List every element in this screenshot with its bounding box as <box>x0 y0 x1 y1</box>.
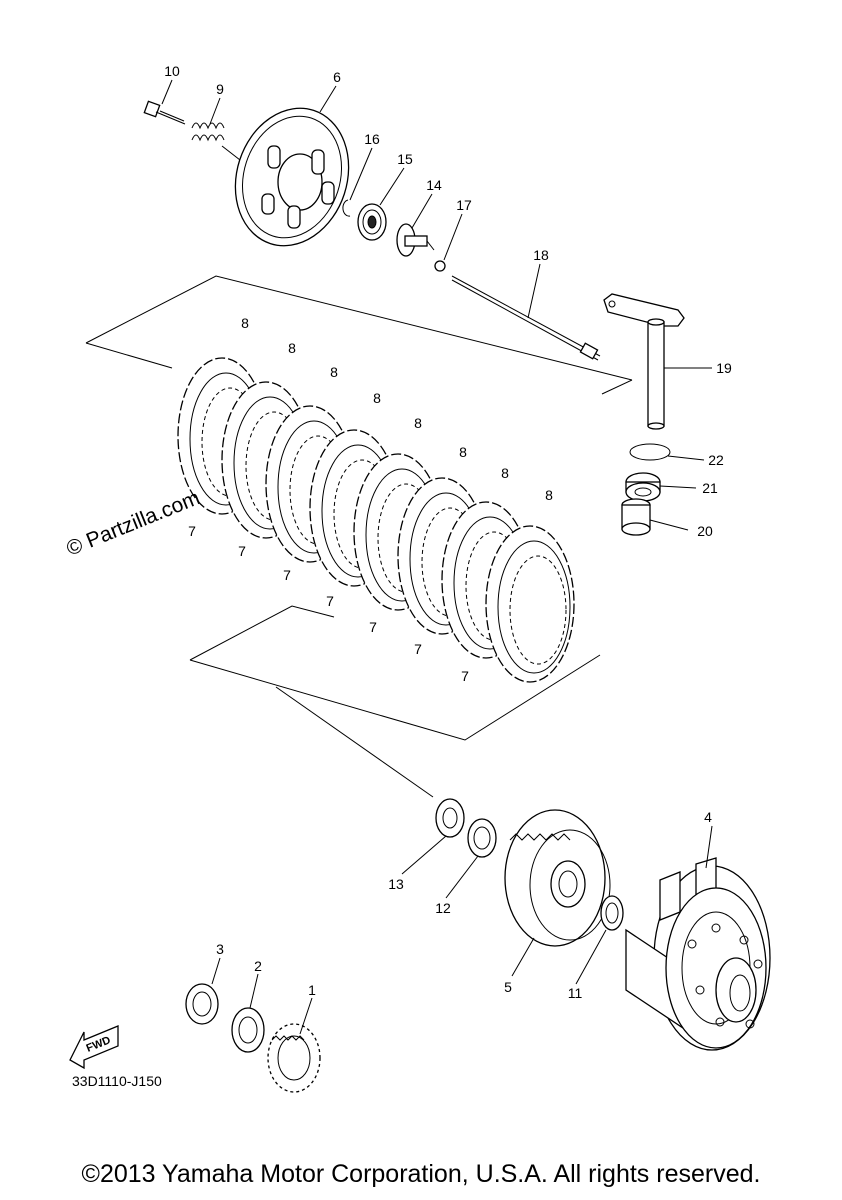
fwd-arrow-icon: FWD <box>69 1025 119 1070</box>
callout-7: 7 <box>326 593 334 609</box>
clutch-spring <box>191 122 241 161</box>
leader-lines <box>161 79 713 1035</box>
callout-8: 8 <box>501 465 509 481</box>
callout-13: 13 <box>388 876 404 892</box>
friction-plate <box>485 525 575 683</box>
watermark: © Partzilla.com <box>63 486 203 560</box>
bearing <box>357 203 387 241</box>
callout-8: 8 <box>241 315 249 331</box>
callout-8: 8 <box>459 444 467 460</box>
pressure-plate <box>234 107 350 247</box>
clutch-housing <box>625 857 771 1051</box>
callout-22: 22 <box>708 452 724 468</box>
primary-drive-gear <box>267 1023 321 1093</box>
callout-7: 7 <box>461 668 469 684</box>
clutch-plate-stack <box>177 357 575 683</box>
oil-seal <box>625 472 661 502</box>
callout-17: 17 <box>456 197 472 213</box>
washer <box>467 818 497 858</box>
callout-3: 3 <box>216 941 224 957</box>
callout-7: 7 <box>188 523 196 539</box>
callout-7: 7 <box>283 567 291 583</box>
shaft-circlip <box>629 443 671 461</box>
clutch-boss <box>504 809 611 947</box>
callout-4: 4 <box>704 809 712 825</box>
callout-8: 8 <box>288 340 296 356</box>
callout-12: 12 <box>435 900 451 916</box>
callout-19: 19 <box>716 360 732 376</box>
callout-16: 16 <box>364 131 380 147</box>
callout-9: 9 <box>216 81 224 97</box>
callout-21: 21 <box>702 480 718 496</box>
clutch-bolt <box>143 100 186 125</box>
diagram-code: 33D1110-J150 <box>72 1073 162 1089</box>
callout-14: 14 <box>426 177 442 193</box>
callout-11: 11 <box>568 985 583 1001</box>
push-rod-1 <box>396 223 435 257</box>
callout-labels: 10 9 6 16 15 14 17 18 19 22 21 20 8 8 8 … <box>164 63 732 1001</box>
callout-2: 2 <box>254 958 262 974</box>
callout-1: 1 <box>308 982 316 998</box>
callout-5: 5 <box>504 979 512 995</box>
steel-ball <box>434 260 446 272</box>
thrust-plate <box>435 798 465 838</box>
callout-8: 8 <box>330 364 338 380</box>
callout-18: 18 <box>533 247 549 263</box>
callout-6: 6 <box>333 69 341 85</box>
callout-7: 7 <box>414 641 422 657</box>
callout-8: 8 <box>414 415 422 431</box>
push-rod-2 <box>451 275 601 361</box>
shaft-bearing <box>621 498 651 536</box>
lock-washer <box>231 1007 265 1053</box>
spline-washer <box>600 895 624 931</box>
callout-8: 8 <box>373 390 381 406</box>
copyright-notice: ©2013 Yamaha Motor Corporation, U.S.A. A… <box>81 1160 761 1188</box>
callout-7: 7 <box>238 543 246 559</box>
push-lever-shaft <box>603 293 685 430</box>
circlip <box>342 199 351 217</box>
callout-7: 7 <box>369 619 377 635</box>
nut <box>185 983 219 1025</box>
callout-8: 8 <box>545 487 553 503</box>
callout-10: 10 <box>164 63 180 79</box>
assembly-frames <box>85 275 633 798</box>
callout-15: 15 <box>397 151 413 167</box>
callout-20: 20 <box>697 523 713 539</box>
